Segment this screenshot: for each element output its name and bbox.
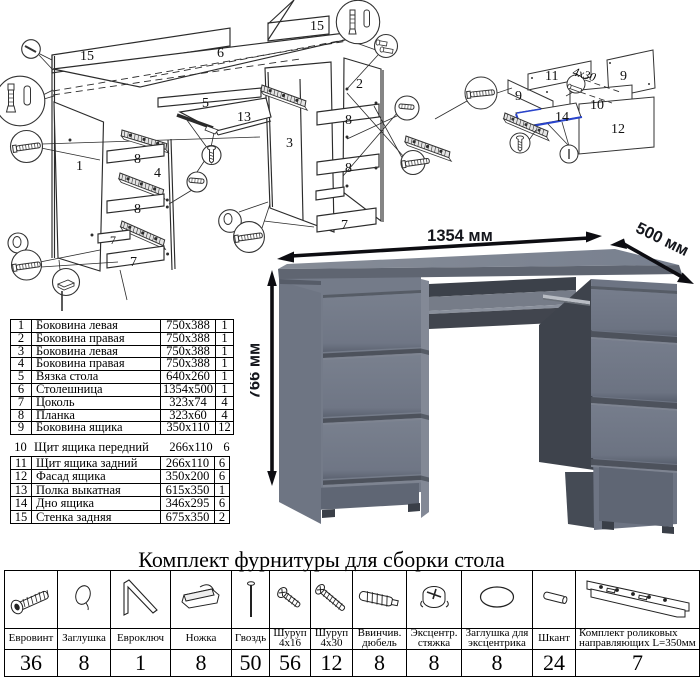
- svg-text:9: 9: [515, 89, 522, 104]
- svg-text:5: 5: [202, 96, 209, 111]
- svg-text:8: 8: [345, 161, 352, 176]
- svg-text:1: 1: [76, 159, 83, 174]
- svg-text:6: 6: [217, 46, 224, 61]
- svg-text:10: 10: [590, 98, 604, 113]
- svg-text:4: 4: [154, 166, 161, 181]
- svg-text:15: 15: [80, 49, 94, 64]
- svg-text:13: 13: [237, 110, 251, 125]
- svg-text:7: 7: [341, 218, 348, 233]
- svg-text:766 мм: 766 мм: [250, 343, 264, 400]
- svg-text:2: 2: [356, 77, 363, 92]
- svg-text:3: 3: [286, 136, 293, 151]
- svg-text:7: 7: [110, 233, 116, 247]
- svg-text:11: 11: [545, 69, 558, 84]
- svg-text:7: 7: [130, 255, 137, 270]
- svg-text:4х30: 4х30: [571, 64, 597, 84]
- svg-text:8: 8: [134, 202, 141, 217]
- svg-text:8: 8: [345, 113, 352, 128]
- svg-text:8: 8: [134, 152, 141, 167]
- svg-text:15: 15: [310, 19, 324, 34]
- svg-text:9: 9: [620, 69, 627, 84]
- svg-text:14: 14: [555, 110, 569, 125]
- svg-text:12: 12: [611, 122, 625, 137]
- svg-text:1354 мм: 1354 мм: [427, 227, 493, 245]
